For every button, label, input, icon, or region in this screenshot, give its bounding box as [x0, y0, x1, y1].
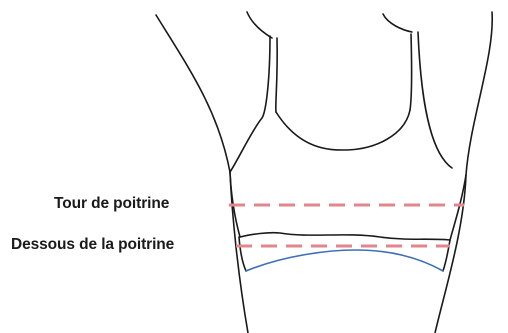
left-body-outline — [156, 15, 248, 333]
underbust-label: Dessous de la poitrine — [11, 236, 174, 254]
right-body-outline — [435, 12, 492, 333]
left-strap-inner — [276, 38, 277, 112]
band-top-edge — [240, 233, 450, 240]
left-neck-outline — [247, 12, 272, 38]
right-neck-outline — [383, 14, 412, 32]
bust-label: Tour de poitrine — [54, 195, 169, 213]
band-left-side — [239, 237, 246, 271]
right-strap-inner — [410, 34, 412, 110]
underband-hem-line — [246, 250, 443, 271]
right-strap — [418, 32, 452, 168]
left-strap — [230, 36, 270, 172]
neckline — [276, 110, 410, 150]
